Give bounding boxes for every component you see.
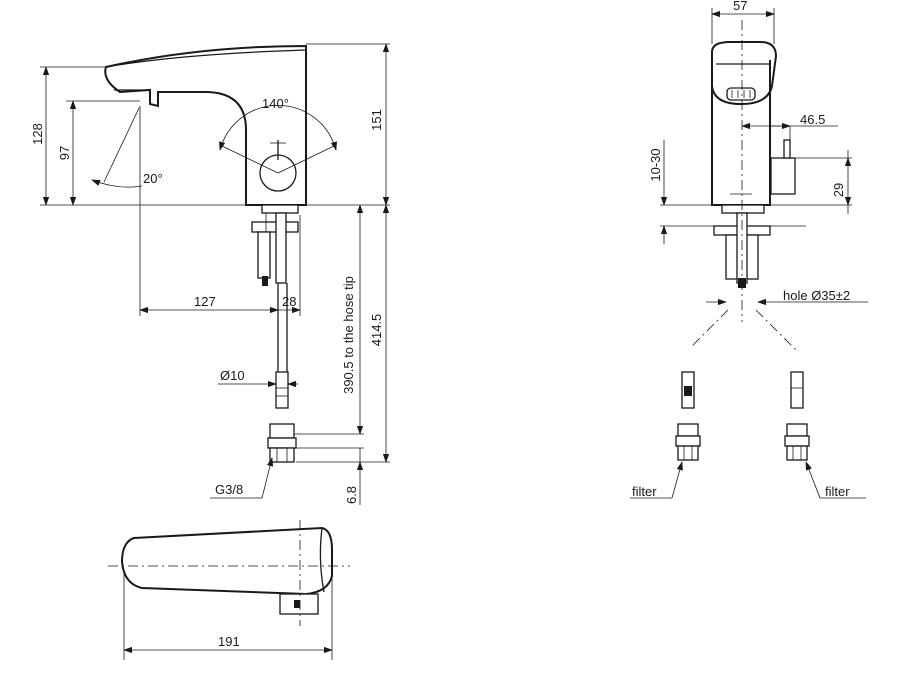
dim-46-5: 46.5 <box>800 112 825 127</box>
dim-10-30: 10-30 <box>648 148 663 181</box>
dim-thread-g38: G3/8 <box>215 482 243 497</box>
dim-width-57: 57 <box>733 0 747 13</box>
side-view: 128 97 151 140° 20° 127 28 390.5 to the … <box>30 43 390 505</box>
dim-diameter-10: Ø10 <box>220 368 245 383</box>
label-filter-right: filter <box>825 484 850 499</box>
top-view: 191 <box>108 520 350 660</box>
dim-hole-35: hole Ø35±2 <box>783 288 850 303</box>
dim-length-191: 191 <box>218 634 240 649</box>
dim-height-151: 151 <box>369 109 384 131</box>
angle-20: 20° <box>143 171 163 186</box>
dim-hose-tip: 390.5 to the hose tip <box>341 276 356 394</box>
dim-29: 29 <box>831 183 846 197</box>
angle-140: 140° <box>262 96 289 111</box>
dim-height-128: 128 <box>30 123 45 145</box>
label-filter-left: filter <box>632 484 657 499</box>
dim-width-28: 28 <box>282 294 296 309</box>
dim-6-8: 6.8 <box>344 486 359 504</box>
dim-height-97: 97 <box>57 146 72 160</box>
front-view: 57 46.5 10-30 29 hole Ø35±2 filter filte… <box>630 0 868 499</box>
dim-width-127: 127 <box>194 294 216 309</box>
dim-total-414: 414.5 <box>369 314 384 347</box>
